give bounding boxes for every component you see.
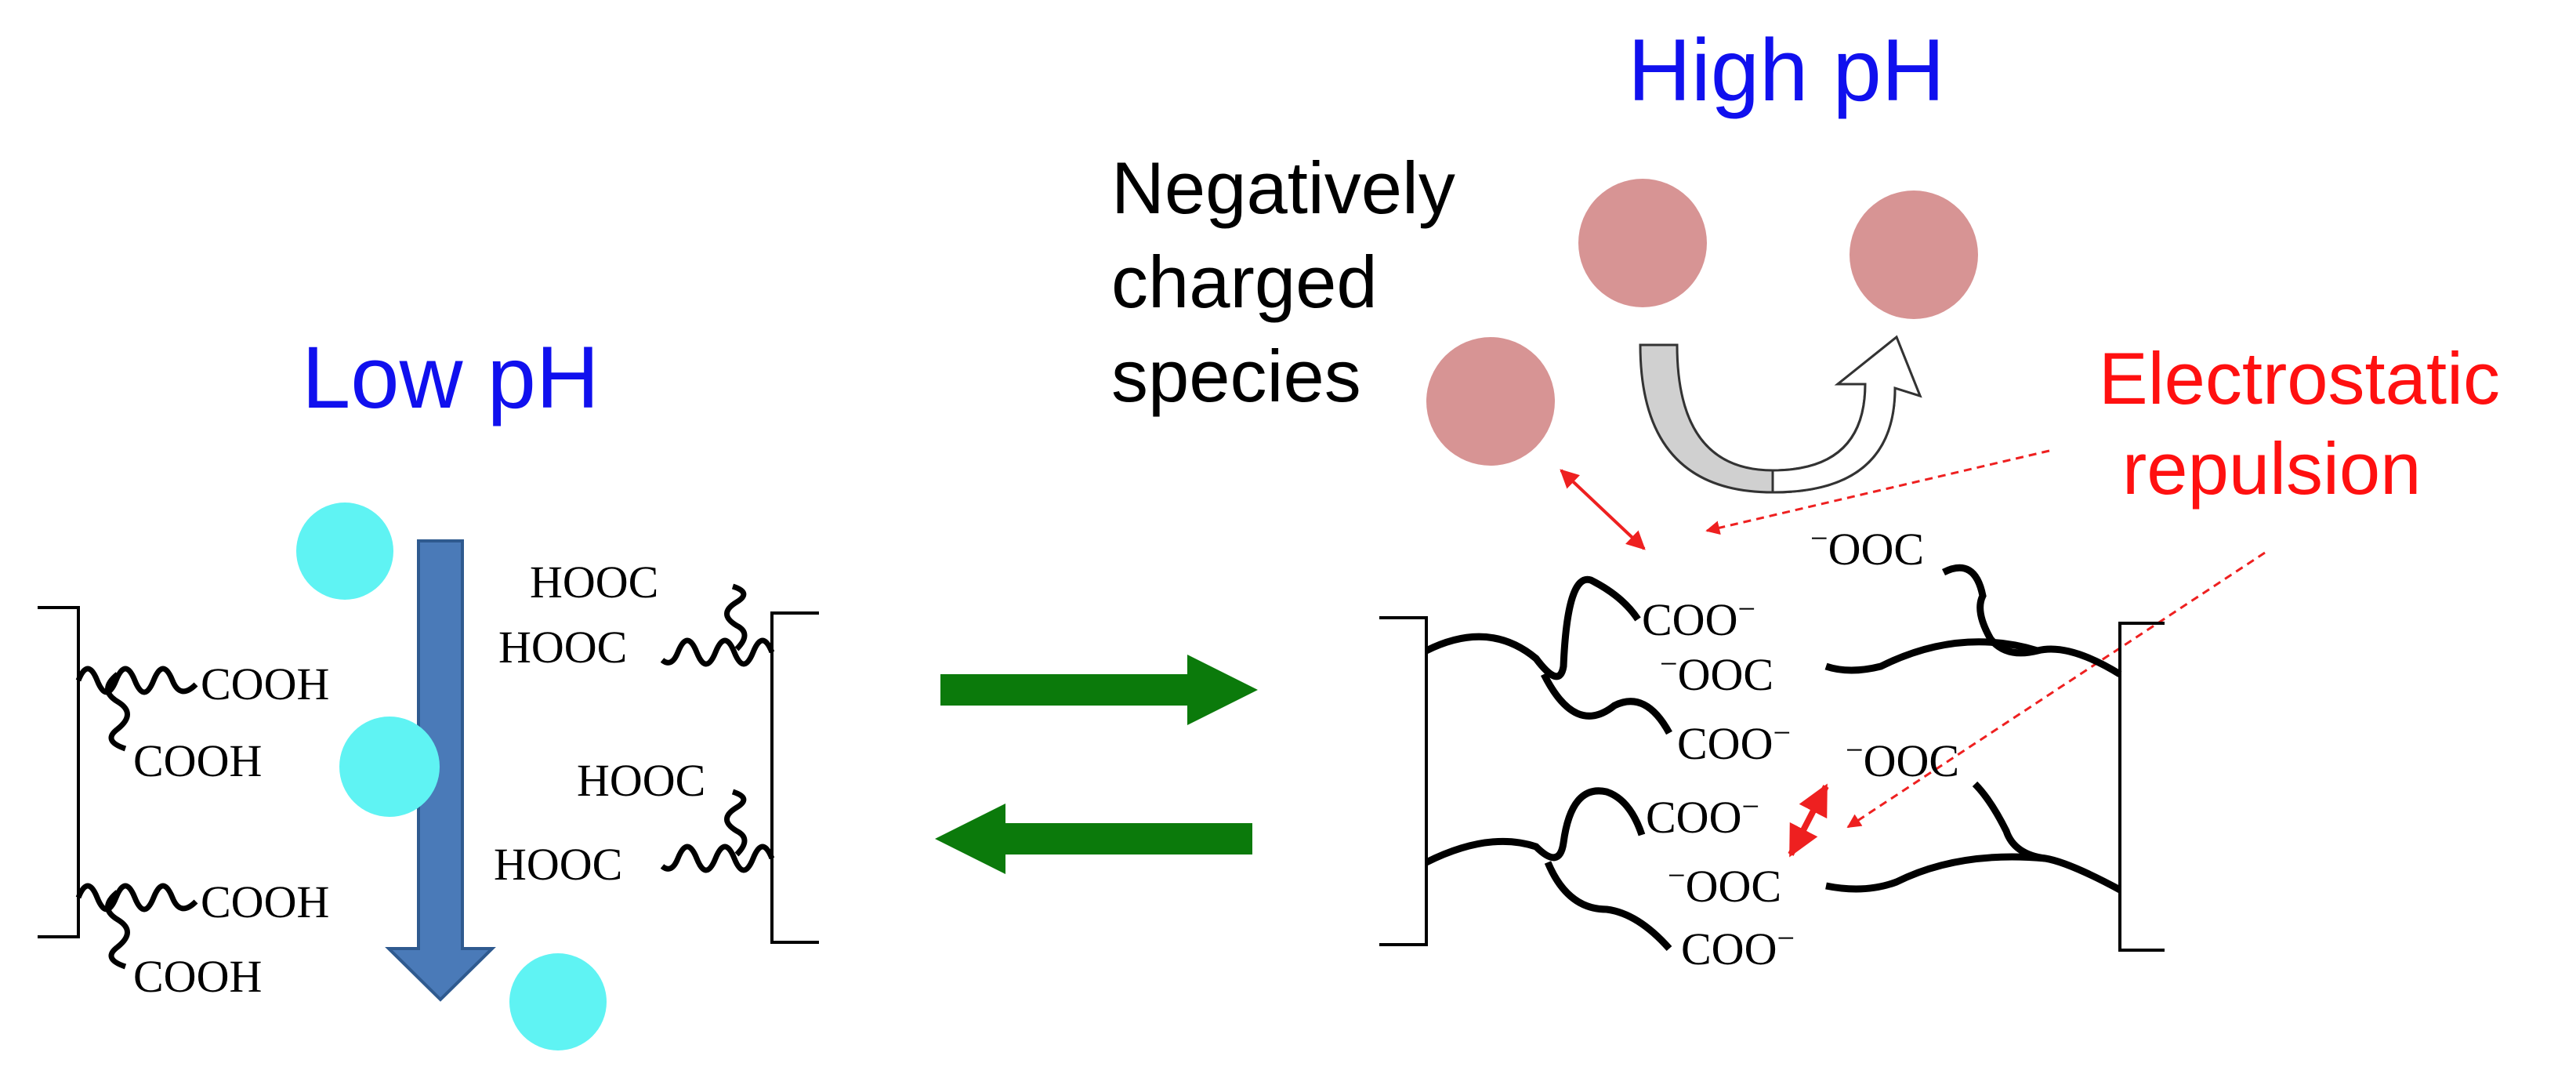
curved-arrow-icon (1771, 335, 1922, 494)
cooh-group: COOH (133, 951, 262, 1002)
negatively-charged-label: species (1111, 335, 1361, 417)
polymer-chain (724, 583, 748, 651)
electrostatic-repulsion-label: repulsion (2122, 427, 2421, 510)
cyan-particle-icon (296, 503, 393, 600)
polymer-chain (660, 844, 775, 873)
cooh-group: COOH (201, 659, 329, 709)
flow-down-arrow (385, 539, 496, 1002)
repulsion-pointer (1705, 449, 2050, 535)
carboxylate-group: −OOC (1846, 732, 1959, 786)
polymer-chain (1544, 861, 1672, 951)
polymer-chain (1941, 564, 2122, 677)
cyan-particle-icon (339, 717, 440, 817)
carboxylate-group: COO− (1646, 789, 1759, 843)
carboxylate-group: −OOC (1810, 521, 1924, 575)
right-membrane-bracket-right (2118, 622, 2165, 952)
polymer-chain (724, 789, 748, 857)
carboxylate-group: COO− (1642, 591, 1755, 645)
cooh-group: COOH (133, 735, 262, 786)
carboxylate-group: COO− (1681, 920, 1795, 974)
electrostatic-repulsion-label: Electrostatic (2099, 337, 2500, 419)
right-membrane-bracket-left (1379, 616, 1428, 946)
low-ph-label: Low pH (302, 328, 600, 426)
cooh-group: COOH (201, 876, 329, 927)
polymer-chain (660, 637, 775, 667)
polymer-chain (105, 672, 130, 752)
carboxylate-group: −OOC (1668, 858, 1781, 912)
polymer-chain (1972, 781, 2122, 893)
repulsion-double-arrow (1560, 469, 1646, 550)
forward-arrow-icon (940, 655, 1258, 725)
polymer-chain (75, 666, 198, 695)
carboxylate-group: −OOC (1660, 646, 1773, 700)
hooc-group: HOOC (577, 755, 705, 806)
repulsion-pointer (1846, 551, 2266, 829)
negatively-charged-label: charged (1111, 241, 1378, 323)
polymer-chain (105, 890, 130, 970)
left-membrane-bracket-right (770, 611, 819, 944)
hooc-group: HOOC (530, 557, 658, 608)
hooc-group: HOOC (494, 839, 622, 890)
high-ph-label: High pH (1628, 21, 1945, 119)
polymer-chain (1424, 575, 1641, 680)
pink-particle-icon (1578, 179, 1707, 307)
hooc-group: HOOC (498, 622, 627, 673)
reverse-arrow-icon (935, 804, 1252, 874)
polymer-chain (1824, 638, 2039, 674)
pink-particle-icon (1850, 190, 1978, 319)
negatively-charged-label: Negatively (1111, 147, 1455, 229)
carboxylate-group: COO− (1677, 715, 1791, 769)
cyan-particle-icon (509, 953, 607, 1050)
repulsion-double-arrow (1788, 783, 1829, 858)
polymer-chain (1424, 787, 1646, 866)
polymer-chain (1540, 672, 1672, 735)
polymer-chain (75, 883, 198, 913)
pink-particle-icon (1426, 337, 1555, 466)
polymer-chain (1825, 853, 2046, 893)
left-membrane-bracket-left (38, 606, 80, 938)
